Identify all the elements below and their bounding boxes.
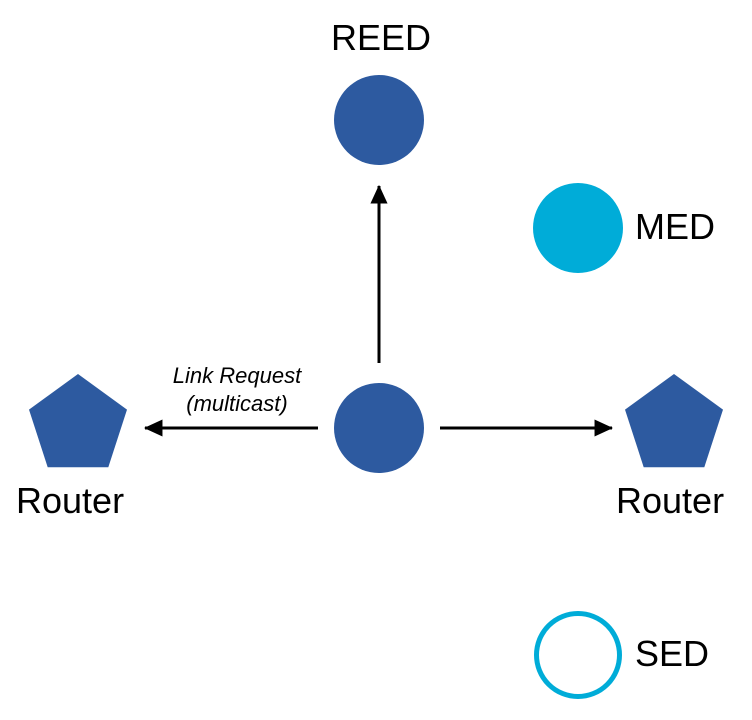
node-med-circle[interactable] — [533, 183, 623, 273]
node-label-router-left: Router — [16, 480, 125, 521]
node-label-router-right: Router — [616, 480, 725, 521]
node-label-reed: REED — [331, 17, 432, 58]
node-router-left-pentagon[interactable] — [29, 374, 127, 468]
node-center-router-circle[interactable] — [334, 383, 424, 473]
node-router-right-pentagon[interactable] — [625, 374, 723, 468]
node-label-sed: SED — [635, 633, 710, 674]
node-reed-circle[interactable] — [334, 75, 424, 165]
edge-label-link-request: Link Request (multicast) — [157, 362, 317, 418]
node-label-med: MED — [635, 206, 715, 247]
edge-label-link-request-line1: Link Request — [172, 363, 302, 388]
edge-label-link-request-line2: (multicast) — [186, 391, 288, 416]
node-sed-circle[interactable] — [534, 611, 622, 699]
